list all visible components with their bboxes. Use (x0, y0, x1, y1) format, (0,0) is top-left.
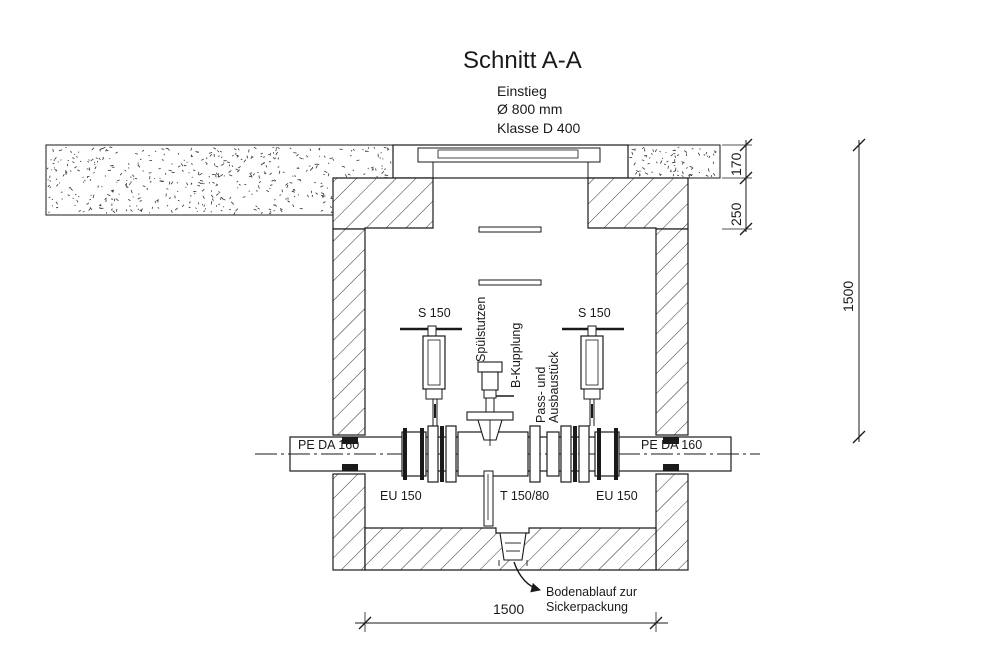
label-flush-nozzle: Spülstutzen (474, 297, 488, 362)
wall-left-lower (332, 473, 366, 571)
dimension-label-top-layer: 170 (728, 152, 744, 176)
pipe-fittings (401, 425, 620, 527)
label-valve-left: S 150 (418, 306, 451, 320)
label-pipe-left: PE DA 160 (298, 438, 359, 452)
wall-right-upper (655, 228, 689, 436)
manhole-cover (392, 144, 629, 179)
roof-slab (332, 177, 434, 230)
dimension-cover-slab (722, 138, 753, 236)
dimension-label-height: 1500 (840, 281, 856, 312)
label-drain-line1: Bodenablauf zur (546, 585, 637, 599)
climbing-step-2 (478, 279, 542, 286)
label-adapter-line2: Ausbaustück (547, 351, 561, 423)
manhole-note-line3: Klasse D 400 (497, 120, 580, 136)
dimension-label-roof-slab: 250 (728, 202, 744, 226)
ground-texture-right (629, 146, 717, 178)
wall-right-lower (655, 473, 689, 571)
ground-right (627, 144, 721, 179)
label-valve-right: S 150 (578, 306, 611, 320)
climbing-step-1 (478, 226, 542, 233)
label-adapter-line1: Pass- und (534, 367, 548, 423)
manhole-note-line1: Einstieg (497, 83, 547, 99)
label-eu-right: EU 150 (596, 489, 638, 503)
label-eu-left: EU 150 (380, 489, 422, 503)
drawing-title: Schnitt A-A (463, 47, 582, 74)
label-pipe-right: PE DA 160 (641, 438, 702, 452)
manhole-note-line2: Ø 800 mm (497, 101, 562, 117)
floor-drain (498, 532, 528, 566)
dimension-height (852, 138, 866, 444)
label-coupling: B-Kupplung (509, 323, 523, 388)
dimension-label-width: 1500 (493, 601, 524, 617)
gate-valve-left (400, 325, 462, 426)
roof-slab-right (587, 177, 689, 230)
drain-arrow (513, 561, 541, 593)
ground-texture-left (46, 146, 392, 216)
wall-left-upper (332, 228, 366, 436)
label-tee: T 150/80 (500, 489, 549, 503)
gate-valve-right (562, 325, 624, 426)
label-drain-line2: Sickerpackung (546, 600, 628, 614)
flush-nozzle (466, 361, 514, 446)
dimension-width (355, 612, 668, 632)
manhole-note: Einstieg Ø 800 mm Klasse D 400 (497, 83, 580, 136)
